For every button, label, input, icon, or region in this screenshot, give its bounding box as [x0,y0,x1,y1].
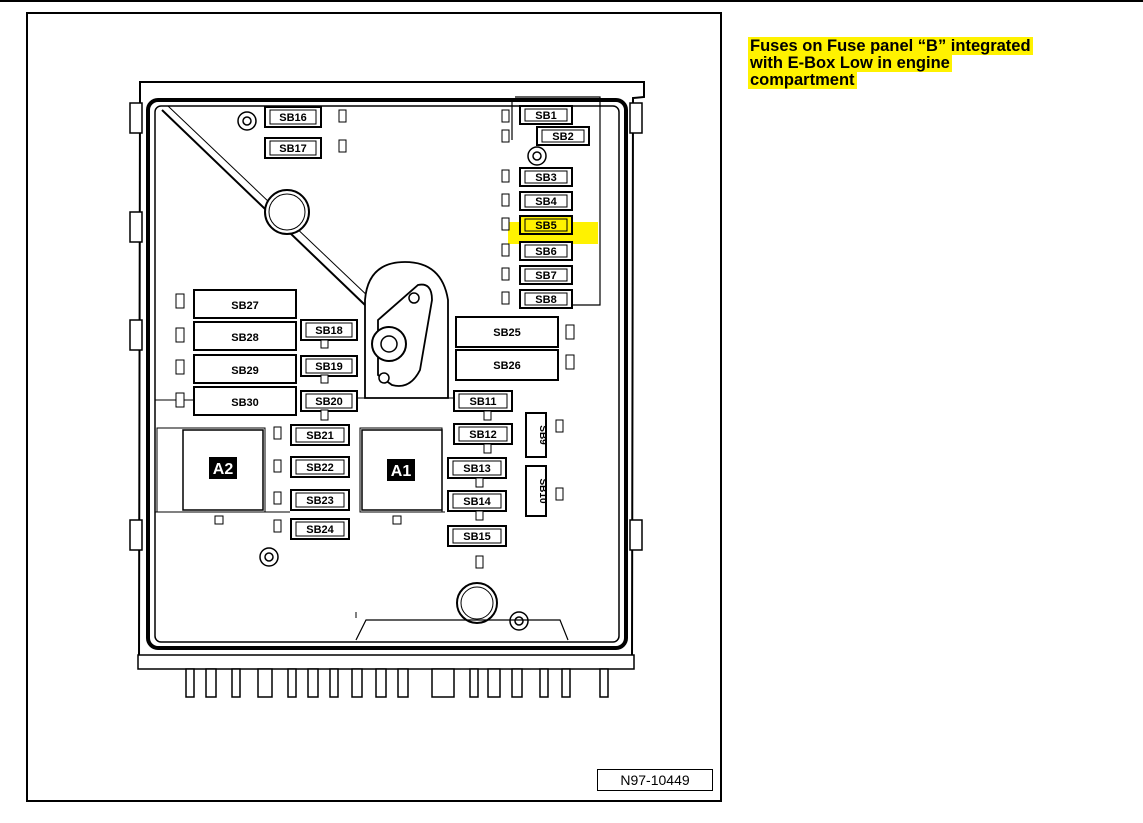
side-tab [629,102,643,134]
relay-a2: A2 [182,429,264,525]
svg-text:SB19: SB19 [315,361,343,373]
fuse-sb24: SB24 [290,518,350,540]
relay-a1-label: A1 [391,463,412,480]
svg-text:SB18: SB18 [315,325,343,337]
side-tab [129,211,143,243]
svg-text:SB3: SB3 [535,172,556,184]
fuse-sb30: SB30 [193,386,297,416]
svg-text:SB29: SB29 [231,365,259,377]
fuse-sb29: SB29 [193,354,297,384]
fuse-sb1: SB1 [519,105,573,125]
svg-text:SB22: SB22 [306,462,334,474]
caption: Fuses on Fuse panel “B” integrated with … [748,37,1143,89]
fuse-sb17: SB17 [264,137,322,159]
side-tab [129,102,143,134]
fuse-sb20: SB20 [300,390,358,412]
svg-text:SB20: SB20 [315,396,343,408]
svg-text:SB11: SB11 [470,396,497,408]
svg-text:SB6: SB6 [535,246,556,258]
slot-markers [175,109,575,569]
fuse-sb18: SB18 [300,319,358,341]
svg-text:SB8: SB8 [535,294,556,306]
mount-hole [264,189,310,235]
fuse-sb3: SB3 [519,167,573,187]
svg-text:SB16: SB16 [279,112,307,124]
fuse-sb11: SB11 [453,390,513,412]
svg-text:SB5: SB5 [535,220,556,232]
figure-id: N97-10449 [597,769,713,791]
svg-text:SB23: SB23 [306,495,334,507]
svg-text:SB4: SB4 [535,196,557,208]
mount-hole [456,582,498,624]
svg-text:SB1: SB1 [535,110,556,122]
fuse-sb25: SB25 [455,316,559,348]
fuse-sb9: SB9 [525,412,548,458]
housing-inner-wall-2 [154,105,620,643]
relay-a1: A1 [361,429,443,525]
svg-text:SB14: SB14 [463,496,491,508]
svg-text:SB21: SB21 [306,430,334,442]
fuse-sb7: SB7 [519,265,573,285]
svg-text:SB13: SB13 [463,463,491,475]
caption-line-3: compartment [748,71,857,89]
svg-text:SB9: SB9 [537,425,548,445]
fuse-sb10: SB10 [525,465,548,517]
fuse-sb8: SB8 [519,289,573,309]
svg-text:SB12: SB12 [469,429,497,441]
fuse-sb5: SB5 [519,215,573,235]
svg-text:SB25: SB25 [493,327,521,339]
fuse-sb12: SB12 [453,423,513,445]
caption-line-1: Fuses on Fuse panel “B” integrated [748,37,1033,55]
fuse-sb27: SB27 [193,289,297,319]
fuse-sb28: SB28 [193,321,297,351]
svg-text:SB17: SB17 [279,143,307,155]
caption-line-2: with E-Box Low in engine [748,54,952,72]
fuse-sb26: SB26 [455,349,559,381]
bottom-connector-pins [137,654,635,698]
svg-text:SB2: SB2 [552,131,573,143]
svg-text:SB26: SB26 [493,360,521,372]
fuse-sb4: SB4 [519,191,573,211]
fuse-sb16: SB16 [264,106,322,128]
fuse-strip-channel [515,96,601,306]
fuse-sb13: SB13 [447,457,507,479]
fuse-sb14: SB14 [447,490,507,512]
diagonal-strap [161,109,366,306]
top-rule [0,0,1143,2]
housing-inner-wall [146,98,628,650]
side-tab [129,519,143,551]
fuse-sb21: SB21 [290,424,350,446]
fuse-sb19: SB19 [300,355,358,377]
fuse-sb23: SB23 [290,489,350,511]
svg-text:SB15: SB15 [463,531,491,543]
diagram-frame [26,12,722,802]
fuse-sb2: SB2 [536,126,590,146]
screw-icon [237,111,547,631]
relay-a2-label: A2 [213,461,234,478]
svg-text:SB10: SB10 [537,478,548,503]
svg-text:SB28: SB28 [231,332,259,344]
fuse-sb6: SB6 [519,241,573,261]
svg-text:SB24: SB24 [306,524,334,536]
svg-text:SB30: SB30 [231,397,259,409]
svg-text:SB7: SB7 [535,270,556,282]
fuse-sb15: SB15 [447,525,507,547]
side-tab [629,519,643,551]
svg-text:SB27: SB27 [231,300,259,312]
side-tab [129,319,143,351]
fuse-sb22: SB22 [290,456,350,478]
